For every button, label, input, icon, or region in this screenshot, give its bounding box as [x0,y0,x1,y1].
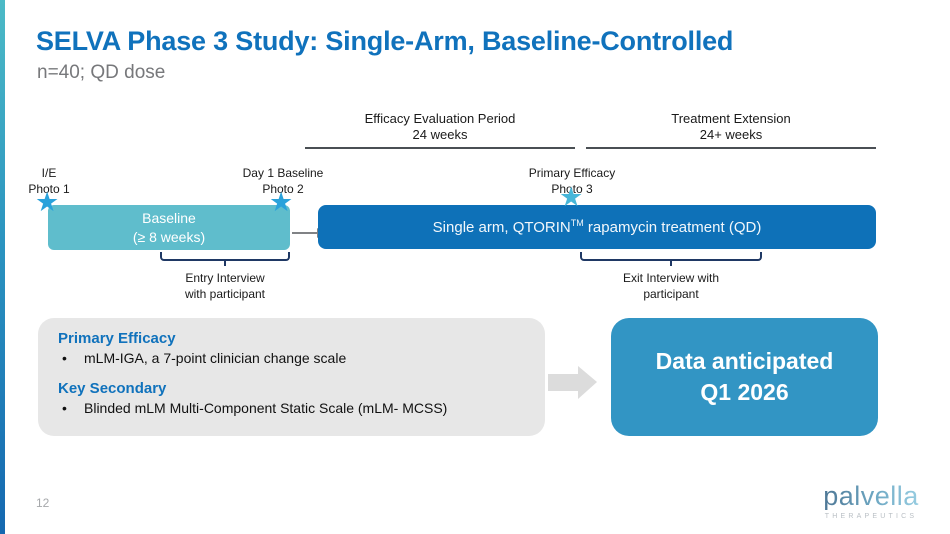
period-duration: 24+ weeks [699,127,763,143]
exit-interview-brace [580,252,762,261]
brace-label-line2: with participant [184,286,266,301]
cta-line1: Data anticipated [655,347,834,374]
key-secondary-bullet: • Blinded mLM Multi-Component Static Sca… [58,400,525,416]
brace-label-line2: participant [643,286,699,301]
page-subtitle: n=40; QD dose [37,62,166,83]
treatment-period-box: Single arm, QTORINTM rapamycin treatment… [318,205,876,249]
star-icon: ★ [559,182,584,212]
bullet-icon: • [62,400,67,416]
right-arrow-icon [548,366,597,399]
page-number: 12 [36,496,50,510]
milestone-line1: I/E [41,166,57,180]
period-duration: 24 weeks [412,127,468,143]
treatment-extension-period-label: Treatment Extension 24+ weeks [586,111,876,149]
page-title: SELVA Phase 3 Study: Single-Arm, Baselin… [36,26,734,56]
logo-subtitle: THERAPEUTICS [824,513,918,520]
connector-arrow-icon [292,228,325,238]
milestone-line1: Day 1 Baseline [242,166,324,180]
exit-interview-label: Exit Interview with participant [586,271,756,302]
period-name: Treatment Extension [671,111,791,126]
milestone-line2: Photo 2 [262,181,304,196]
endpoints-panel: Primary Efficacy • mLM-IGA, a 7-point cl… [38,318,545,436]
primary-efficacy-bullet: • mLM-IGA, a 7-point clinician change sc… [58,350,525,366]
primary-efficacy-heading: Primary Efficacy [58,330,176,347]
bullet-icon: • [62,350,67,366]
entry-interview-label: Entry Interview with participant [140,271,310,302]
bullet-text: Blinded mLM Multi-Component Static Scale… [84,400,448,416]
treatment-box-text: Single arm, QTORINTM rapamycin treatment… [433,218,762,236]
milestone-label-photo2: Day 1 Baseline Photo 2 [223,166,343,197]
data-anticipated-box: Data anticipated Q1 2026 [611,318,878,436]
brace-label-line1: Exit Interview with [622,271,720,285]
baseline-period-box: Baseline (≥ 8 weeks) [48,205,290,250]
milestone-line2: Photo 3 [551,181,593,196]
cta-line2: Q1 2026 [700,379,789,405]
treatment-text-post: rapamycin treatment (QD) [583,219,762,236]
entry-interview-brace [160,252,290,261]
key-secondary-heading: Key Secondary [58,380,167,397]
bullet-text: mLM-IGA, a 7-point clinician change scal… [84,350,347,366]
treatment-text-pre: Single arm, QTORIN [432,219,571,236]
logo-wordmark: palvella [816,483,926,510]
baseline-box-line1: Baseline [142,209,196,226]
period-name: Efficacy Evaluation Period [364,111,516,126]
efficacy-evaluation-period-label: Efficacy Evaluation Period 24 weeks [305,111,575,149]
milestone-label-photo1: I/E Photo 1 [14,166,84,197]
star-icon: ★ [35,187,60,217]
star-icon: ★ [269,187,294,217]
milestone-line2: Photo 1 [28,181,70,196]
left-accent-bar [0,0,5,534]
milestone-line1: Primary Efficacy [528,166,616,180]
palvella-logo: palvella THERAPEUTICS [816,483,926,521]
baseline-box-line2: (≥ 8 weeks) [132,228,206,245]
brace-label-line1: Entry Interview [185,271,265,285]
trademark-sup: TM [570,218,584,228]
milestone-label-photo3: Primary Efficacy Photo 3 [512,166,632,197]
